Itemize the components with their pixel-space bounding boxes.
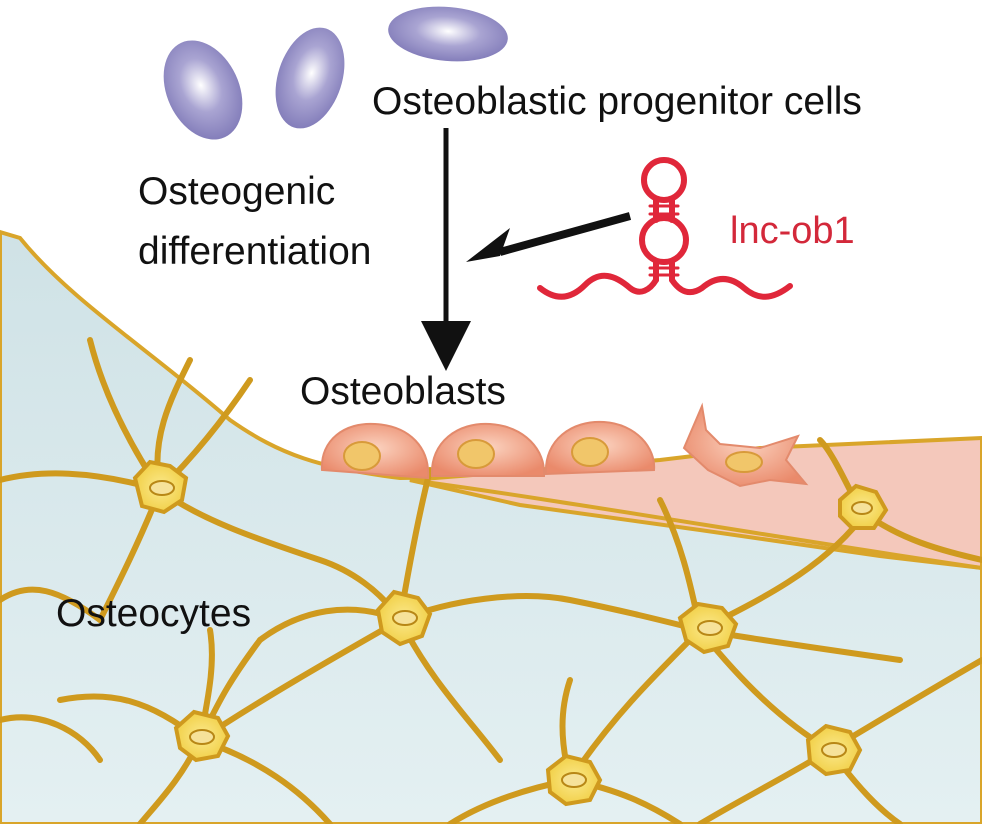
- progenitor-cell: [388, 6, 508, 62]
- osteoblasts: [320, 402, 809, 488]
- label-osteoblasts: Osteoblasts: [300, 370, 506, 413]
- label-lncrna: lnc-ob1: [730, 210, 855, 252]
- osteoblast-cell: [320, 422, 430, 480]
- lncrna-arrow-head: [466, 228, 510, 262]
- lncrna-arrow: [498, 212, 632, 256]
- osteocyte-cell: [838, 483, 889, 530]
- osteoblast-cell: [430, 422, 546, 477]
- label-osteocytes: Osteocytes: [56, 592, 252, 635]
- label-differentiation: differentiation: [138, 230, 372, 273]
- osteoblast-transforming-cell: [682, 402, 809, 488]
- osteocyte-cell: [173, 709, 231, 763]
- osteocyte-bodies: [132, 459, 889, 807]
- osteocyte-cell: [375, 589, 433, 647]
- osteocyte-cell: [132, 459, 189, 515]
- label-progenitor-cells: Osteoblastic progenitor cells: [372, 80, 862, 123]
- label-osteogenic: Osteogenic: [138, 170, 336, 213]
- progenitor-cell: [163, 40, 243, 140]
- osteoblast-cell: [544, 420, 656, 476]
- osteocyte-cell: [677, 601, 739, 655]
- osteocyte-cell: [805, 723, 863, 777]
- progenitor-cells: [163, 6, 508, 140]
- progenitor-cell: [275, 27, 345, 129]
- lncrna-structure: [537, 157, 793, 300]
- osteocyte-cell: [545, 753, 603, 807]
